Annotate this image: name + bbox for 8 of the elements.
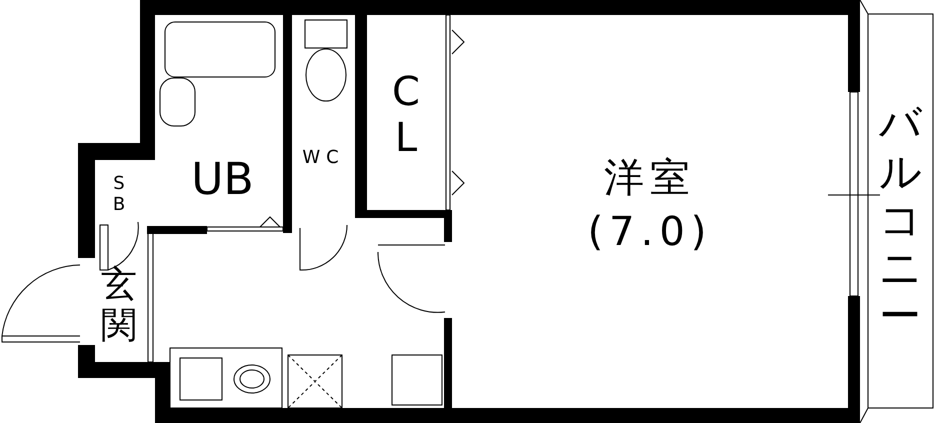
room-label: WC: [302, 149, 345, 167]
room-label: 洋室: [604, 158, 696, 198]
room-size-label: (7.0): [588, 212, 712, 252]
room-label: CL: [391, 69, 421, 161]
room-label: 玄関: [101, 264, 137, 346]
room-label: SB: [112, 174, 126, 216]
room-label: UB: [191, 158, 254, 202]
room-label: バルコニー: [879, 99, 921, 341]
